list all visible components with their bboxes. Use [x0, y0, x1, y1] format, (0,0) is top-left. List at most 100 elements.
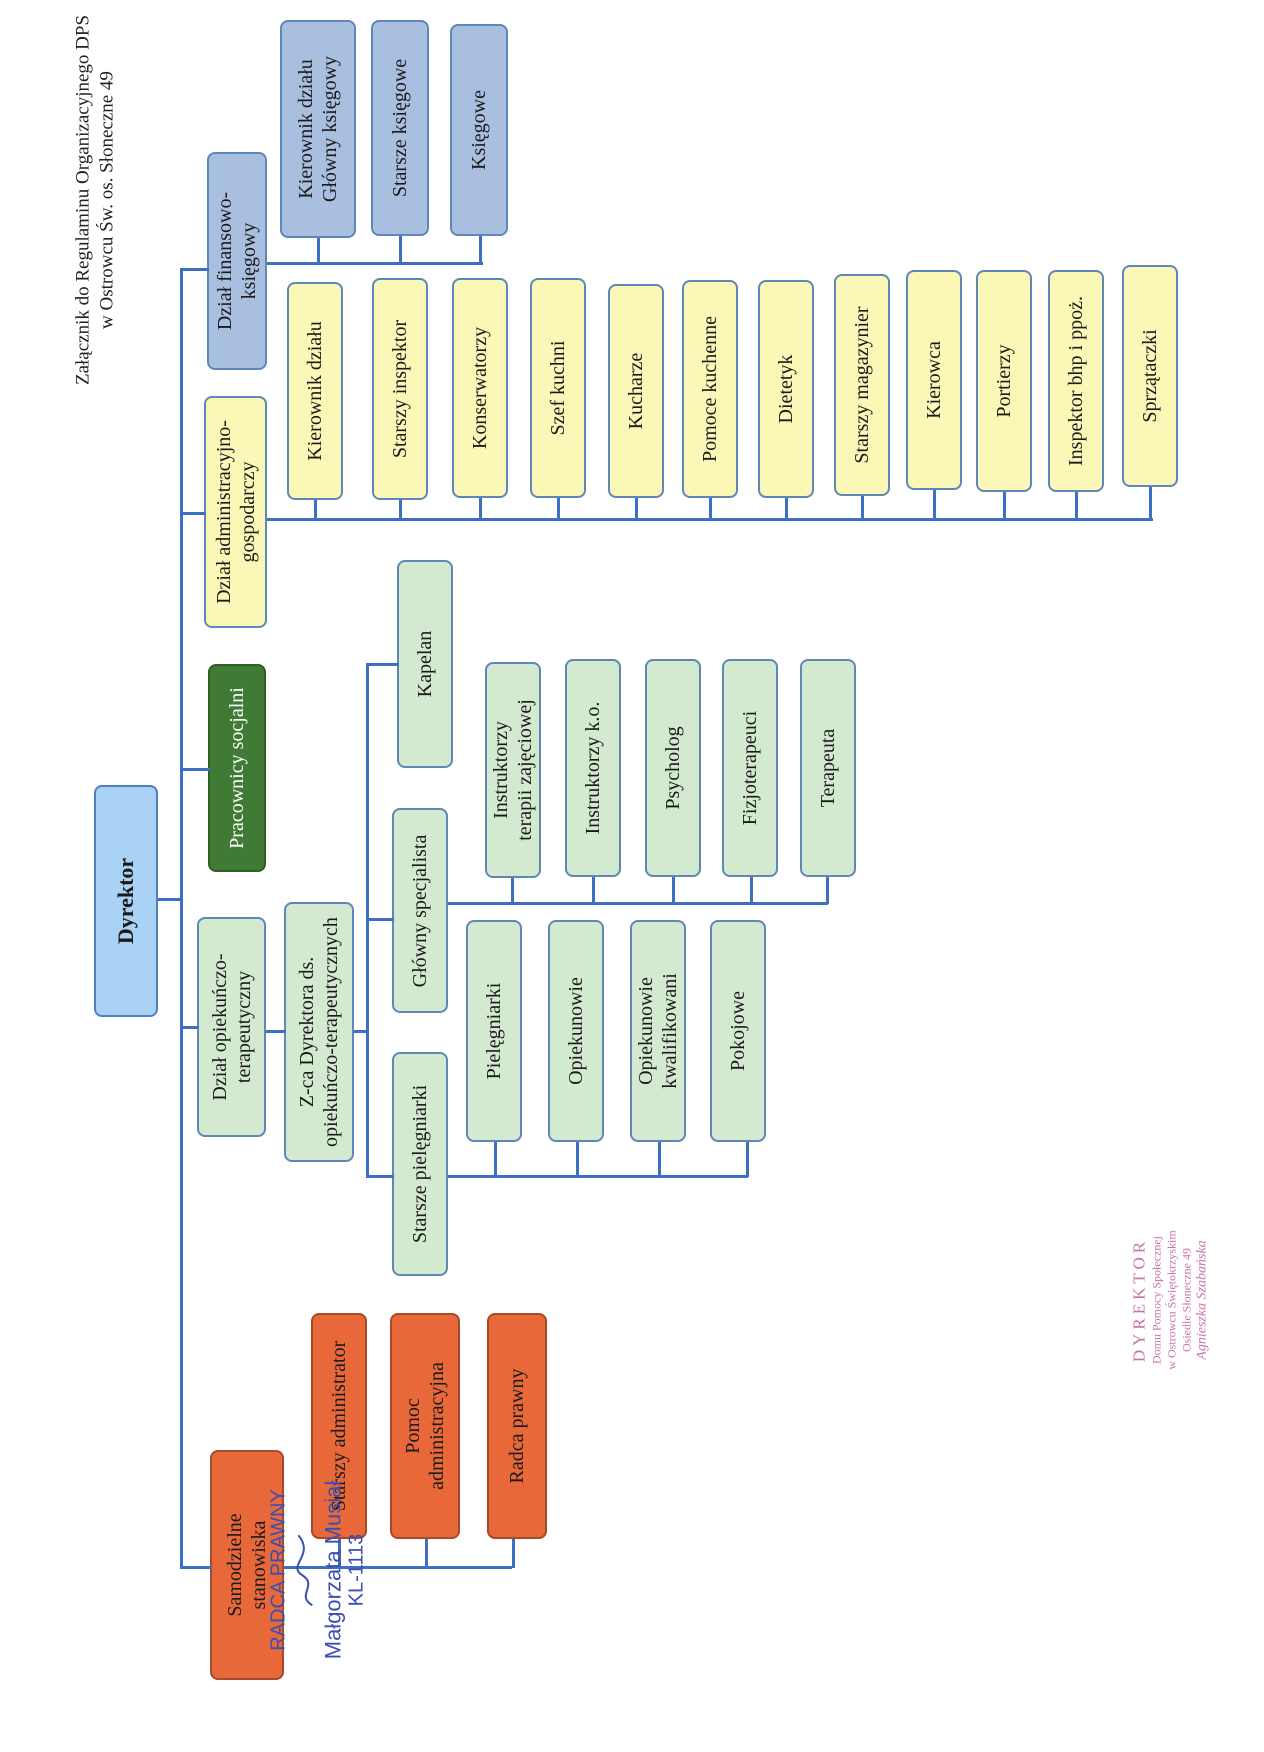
- connector: [314, 500, 317, 520]
- box-radca-prawny: Radca prawny: [487, 1313, 547, 1539]
- box-inspektor-bhp-label: Inspektor bhp i ppoż.: [1065, 296, 1087, 466]
- connector: [180, 268, 209, 271]
- connector: [425, 1539, 428, 1568]
- box-pokojowe-label: Pokojowe: [727, 991, 749, 1071]
- box-glowny-ksiegowy-label: Kierownik działu Główny księgowy: [295, 55, 341, 203]
- connector: [448, 1175, 748, 1178]
- director-stamp: DYREKTOR Domu Pomocy Społecznej w Ostrow…: [1130, 1230, 1211, 1369]
- connector: [750, 877, 753, 904]
- connector: [180, 1026, 199, 1029]
- box-sprzataczki: Sprzątaczki: [1122, 265, 1178, 487]
- connector: [635, 498, 638, 520]
- box-konserwatorzy-label: Konserwatorzy: [469, 326, 491, 450]
- box-kierowca: Kierowca: [906, 270, 962, 490]
- connector: [557, 498, 560, 520]
- box-portierzy-label: Portierzy: [993, 344, 1015, 418]
- stamp-line-3: Osiedle Słoneczne 49: [1179, 1248, 1194, 1352]
- box-fizjoterapeuci: Fizjoterapeuci: [722, 659, 778, 877]
- connector: [933, 490, 936, 520]
- box-samodzielne-stanowiska: Samodzielne stanowiska: [210, 1450, 284, 1680]
- box-dzial-administracyjno-gospodarczy: Dział administracyjno- gospodarczy: [204, 396, 267, 628]
- box-instruktorzy-ko: Instruktorzy k.o.: [565, 659, 621, 877]
- box-zastepca-dyrektora: Z-ca Dyrektora ds. opiekuńczo-terapeutyc…: [284, 902, 354, 1162]
- box-director-label: Dyrektor: [112, 857, 138, 945]
- box-dzial-finansowo-ksiegowy: Dział finansowo- księgowy: [207, 152, 267, 370]
- box-starszy-inspektor: Starszy inspektor: [372, 278, 428, 500]
- connector: [180, 512, 206, 515]
- box-terapeuta: Terapeuta: [800, 659, 856, 877]
- connector: [366, 1175, 394, 1178]
- connector: [479, 236, 482, 264]
- stamp-line-1: Domu Pomocy Społecznej: [1149, 1236, 1164, 1364]
- connector: [284, 1566, 512, 1569]
- box-pokojowe: Pokojowe: [710, 920, 766, 1142]
- box-instruktorzy-ko-label: Instruktorzy k.o.: [582, 701, 604, 835]
- connector: [658, 1142, 661, 1177]
- box-glowny-specjalista: Główny specjalista: [392, 808, 448, 1013]
- box-szef-kuchni: Szef kuchni: [530, 278, 586, 498]
- box-ksiegowe: Księgowe: [450, 24, 508, 236]
- box-kierownik-dzialu-admin-label: Kierownik działu: [304, 321, 326, 461]
- connector: [861, 496, 864, 520]
- box-pomoce-kuchenne: Pomoce kuchenne: [682, 280, 738, 498]
- connector: [746, 1142, 749, 1177]
- connector: [399, 236, 402, 264]
- connector: [576, 1142, 579, 1177]
- radca-prawny-stamp: RADCA PRAWNY Małgorzata Musiał KL-1113: [267, 1481, 368, 1660]
- stamp-title: DYREKTOR: [1129, 1237, 1149, 1363]
- box-kapelan-label: Kapelan: [414, 630, 436, 698]
- connector: [512, 1539, 515, 1568]
- connector: [399, 500, 402, 520]
- box-administracyjny-label: Dział administracyjno- gospodarczy: [212, 420, 259, 604]
- box-starszy-magazynier: Starszy magazynier: [834, 274, 890, 496]
- connector: [266, 1030, 286, 1033]
- header-line-2: w Ostrowcu Św. os. Słoneczne 49: [96, 71, 117, 329]
- header-line-1: Załącznik do Regulaminu Organizacyjnego …: [72, 14, 94, 386]
- box-kucharze-label: Kucharze: [625, 352, 647, 430]
- connector: [1075, 492, 1078, 520]
- connector: [785, 498, 788, 520]
- box-opiekunowie-kwalifikowani-label: Opiekunowie kwalifikowani: [635, 973, 681, 1089]
- box-portierzy: Portierzy: [976, 270, 1032, 492]
- signature-icon: [290, 1481, 320, 1660]
- radca-title: RADCA PRAWNY: [267, 1489, 290, 1651]
- connector: [672, 877, 675, 904]
- box-terapeuta-label: Terapeuta: [817, 728, 839, 808]
- box-inspektor-bhp: Inspektor bhp i ppoż.: [1048, 270, 1104, 492]
- box-kucharze: Kucharze: [608, 284, 664, 498]
- connector: [366, 918, 394, 921]
- box-starsze-ksiegowe-label: Starsze księgowe: [389, 58, 411, 198]
- connector: [180, 268, 183, 1568]
- box-kierowca-label: Kierowca: [923, 341, 945, 419]
- connector: [180, 768, 210, 771]
- box-sprzataczki-label: Sprzątaczki: [1139, 329, 1161, 423]
- box-starszy-inspektor-label: Starszy inspektor: [389, 319, 411, 459]
- radca-name: Małgorzata Musiał: [320, 1480, 346, 1660]
- box-pomoc-administracyjna-label: Pomoc administracyjna: [402, 1362, 448, 1490]
- connector: [511, 878, 514, 904]
- connector: [709, 498, 712, 520]
- box-socjalni-label: Pracownicy socjalni: [226, 687, 248, 849]
- box-samodzielne-label: Samodzielne stanowiska: [224, 1513, 270, 1617]
- box-dietetyk: Dietetyk: [758, 280, 814, 498]
- box-psycholog: Psycholog: [645, 659, 701, 877]
- connector: [317, 238, 320, 264]
- box-kapelan: Kapelan: [397, 560, 453, 768]
- box-opiekunowie: Opiekunowie: [548, 920, 604, 1142]
- connector: [338, 1539, 341, 1568]
- box-instruktorzy-terapii-zajeciowej: Instruktorzy terapii zajęciowej: [485, 662, 541, 878]
- box-opiekunczy-label: Dział opiekuńczo- terapeutyczny: [208, 953, 255, 1101]
- box-pomoc-administracyjna: Pomoc administracyjna: [390, 1313, 460, 1539]
- connector: [1003, 492, 1006, 520]
- box-dzial-opiekunczo-terapeutyczny: Dział opiekuńczo- terapeutyczny: [197, 917, 266, 1137]
- box-pomoce-kuchenne-label: Pomoce kuchenne: [699, 315, 721, 463]
- box-starsze-pielegniarki-label: Starsze pielęgniarki: [409, 1084, 431, 1244]
- box-kierownik-dzialu-glowny-ksiegowy: Kierownik działu Główny księgowy: [280, 20, 356, 238]
- box-director: Dyrektor: [94, 785, 158, 1017]
- box-konserwatorzy: Konserwatorzy: [452, 278, 508, 498]
- connector: [592, 877, 595, 904]
- stamp-name: Agnieszka Szabańska: [1194, 1240, 1210, 1360]
- box-instruktorzy-terapii-label: Instruktorzy terapii zajęciowej: [490, 699, 536, 841]
- box-ksiegowe-label: Księgowe: [468, 90, 490, 170]
